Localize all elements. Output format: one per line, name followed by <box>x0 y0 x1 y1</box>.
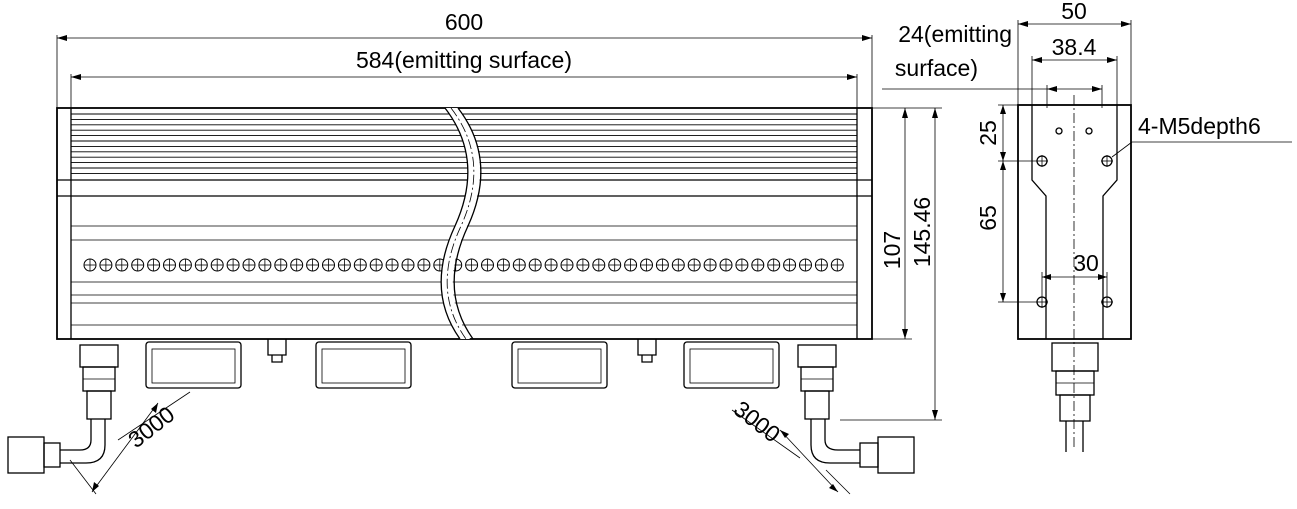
led-marker <box>830 258 844 272</box>
led-marker <box>401 258 415 272</box>
led-marker <box>242 258 256 272</box>
led-marker <box>799 258 812 272</box>
dim-65-label: 65 <box>975 205 1001 231</box>
dim-145-46: 145.46 <box>840 107 942 421</box>
led-marker <box>385 258 399 272</box>
dim-38-4-label: 38.4 <box>1052 34 1097 60</box>
bracket-2 <box>315 341 412 389</box>
dim-50-label: 50 <box>1061 0 1087 24</box>
led-marker <box>178 258 192 272</box>
bracket-4 <box>683 341 780 389</box>
led-marker <box>322 258 335 272</box>
dim-600-label: 600 <box>445 9 483 35</box>
bracket-1 <box>145 341 242 389</box>
dim-24-label-line2: surface) <box>895 55 978 81</box>
dim-24-label-line1: 24(emitting <box>898 21 1012 47</box>
dim-50: 50 <box>1017 0 1132 105</box>
dim-3000-right-label: 3000 <box>729 395 785 447</box>
dim-38-4: 38.4 <box>1031 34 1118 105</box>
led-marker <box>576 258 590 272</box>
led-marker <box>147 258 161 272</box>
dim-25-label: 25 <box>975 120 1001 146</box>
front-view: 600 584(emitting surface) <box>7 9 942 495</box>
dim-107-label: 107 <box>879 231 905 269</box>
led-marker <box>337 258 351 272</box>
led-marker <box>783 258 797 272</box>
dim-3000-right: 3000 <box>729 395 851 495</box>
led-marker <box>703 258 717 272</box>
dim-30: 30 <box>1041 250 1108 296</box>
led-marker <box>194 258 208 272</box>
screw-spec-label: 4-M5depth6 <box>1138 113 1261 139</box>
led-marker <box>353 258 367 272</box>
dim-24: 24(emitting surface) <box>882 21 1103 108</box>
led-marker <box>767 258 781 272</box>
dim-584: 584(emitting surface) <box>70 47 858 108</box>
led-marker <box>608 258 622 272</box>
right-connector <box>797 344 915 474</box>
led-marker <box>481 258 494 272</box>
light-housing <box>56 107 873 340</box>
left-connector <box>7 344 119 474</box>
dim-65: 65 <box>975 161 1036 303</box>
led-marker <box>274 258 288 272</box>
clip-2 <box>637 339 657 363</box>
led-marker <box>735 258 749 272</box>
dim-3000-left: 3000 <box>69 391 191 495</box>
led-marker <box>258 258 272 272</box>
led-marker <box>640 258 653 272</box>
led-marker <box>496 258 510 272</box>
side-connector <box>1051 342 1099 452</box>
led-marker <box>131 258 145 272</box>
led-marker <box>655 258 669 272</box>
dim-107: 107 <box>872 107 912 340</box>
dim-25: 25 <box>975 104 1036 162</box>
bracket-3 <box>511 341 608 389</box>
led-marker <box>814 258 828 272</box>
led-marker <box>671 258 685 272</box>
dim-584-label: 584(emitting surface) <box>356 47 572 73</box>
dim-30-label: 30 <box>1073 250 1099 276</box>
bottom-brackets <box>145 339 780 389</box>
led-marker <box>687 258 701 272</box>
led-marker <box>290 258 304 272</box>
led-marker <box>210 258 224 272</box>
led-marker <box>115 258 129 272</box>
led-marker <box>226 258 240 272</box>
led-marker <box>544 258 558 272</box>
led-marker <box>560 258 574 272</box>
led-marker <box>624 258 638 272</box>
dim-screw: 4-M5depth6 <box>1111 113 1292 158</box>
led-marker <box>465 258 479 272</box>
led-marker <box>99 258 113 272</box>
led-marker <box>83 258 97 272</box>
led-marker <box>163 258 176 272</box>
led-marker <box>369 258 383 272</box>
dim-600: 600 <box>56 9 873 108</box>
led-marker <box>512 258 526 272</box>
led-marker <box>751 258 765 272</box>
clip-1 <box>267 339 287 363</box>
side-housing <box>1017 95 1132 450</box>
led-row <box>83 258 844 272</box>
led-marker <box>417 258 431 272</box>
dim-145-46-label: 145.46 <box>909 197 935 267</box>
led-marker <box>306 258 320 272</box>
led-marker <box>528 258 542 272</box>
dim-3000-left-label: 3000 <box>123 401 179 453</box>
led-marker <box>719 258 733 272</box>
led-marker <box>592 258 606 272</box>
side-view: 50 38.4 24(emitting surface) <box>882 0 1292 452</box>
